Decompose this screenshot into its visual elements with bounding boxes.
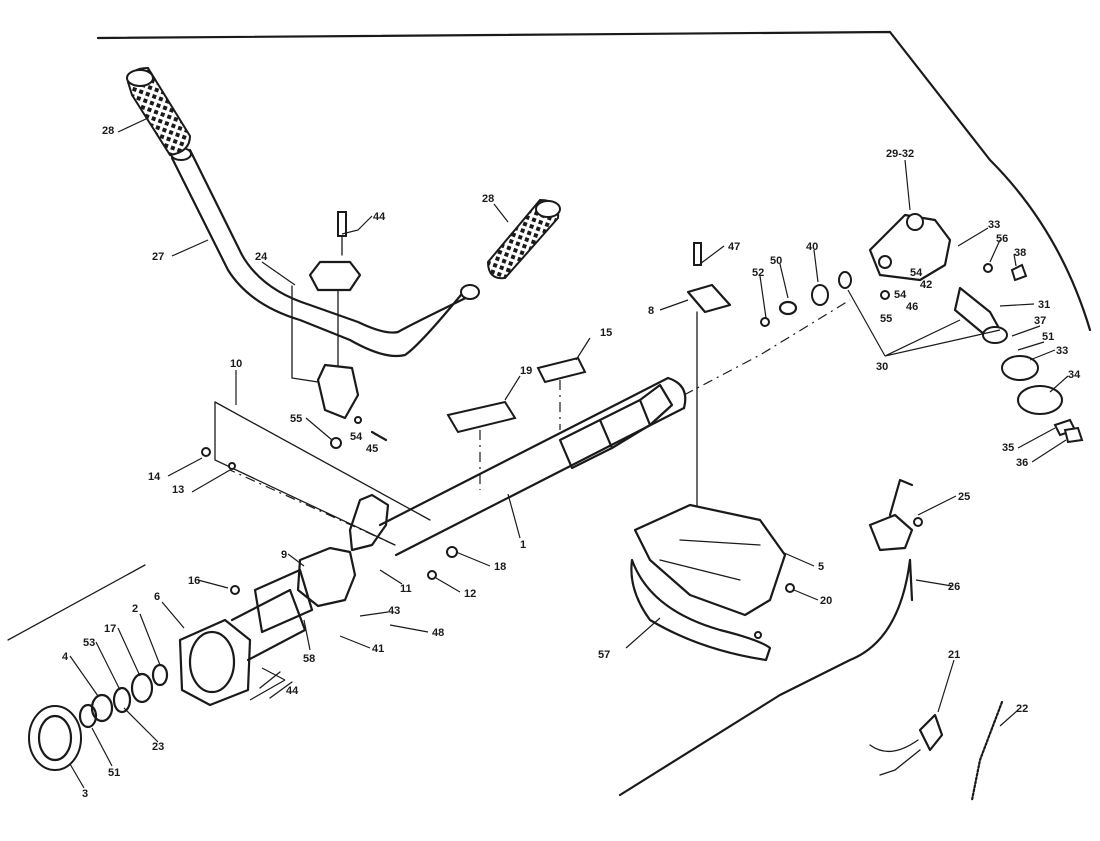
- callout-31: 31: [1038, 299, 1050, 311]
- callout-29-32: 29-32: [886, 148, 914, 160]
- callout-55: 55: [880, 313, 892, 325]
- callout-18: 18: [494, 561, 506, 573]
- decal-10: [214, 401, 431, 546]
- callout-48: 48: [432, 627, 444, 639]
- callout-2: 2: [132, 603, 138, 615]
- callout-15: 15: [600, 327, 612, 339]
- callout-33: 33: [988, 219, 1000, 231]
- callout-8: 8: [648, 305, 654, 317]
- callout-46: 46: [906, 301, 918, 313]
- clutch-housing: [178, 585, 307, 707]
- throttle-lever: [868, 478, 923, 552]
- callout-3: 3: [82, 788, 88, 800]
- decal-15: [536, 356, 587, 384]
- callout-44: 44: [373, 211, 386, 223]
- callout-38: 38: [1014, 247, 1026, 259]
- handlebar: [170, 147, 480, 358]
- callout-34: 34: [1068, 369, 1081, 381]
- callout-54: 54: [894, 289, 907, 301]
- callout-16: 16: [188, 575, 200, 587]
- callout-11: 11: [400, 583, 412, 595]
- callout-51: 51: [108, 767, 120, 779]
- callout-45: 45: [366, 443, 378, 455]
- callout-42: 42: [920, 279, 932, 291]
- callout-54: 54: [350, 431, 363, 443]
- frame-line: [96, 30, 1092, 332]
- shaft-axis-line-right: [683, 299, 851, 396]
- callout-19: 19: [520, 365, 532, 377]
- callout-5: 5: [818, 561, 824, 573]
- grip-right: [486, 198, 561, 280]
- spring: [970, 700, 1004, 802]
- callout-25: 25: [958, 491, 970, 503]
- throttle-housing: [253, 493, 458, 634]
- callout-56: 56: [996, 233, 1008, 245]
- handle-clamp: [291, 211, 388, 449]
- nut-13: [228, 462, 236, 470]
- callout-55: 55: [290, 413, 302, 425]
- callout-9: 9: [281, 549, 287, 561]
- callout-43: 43: [388, 605, 400, 617]
- callout-27: 27: [152, 251, 164, 263]
- screw-14: [201, 447, 211, 457]
- callout-54: 54: [910, 267, 923, 279]
- callout-22: 22: [1016, 703, 1028, 715]
- callout-58: 58: [303, 653, 315, 665]
- decal-19: [446, 400, 517, 434]
- callout-24: 24: [255, 251, 268, 263]
- callout-41: 41: [372, 643, 384, 655]
- shield-bracket: [686, 242, 732, 506]
- callout-28: 28: [482, 193, 494, 205]
- callout-33: 33: [1056, 345, 1068, 357]
- decal-leaders: [479, 380, 561, 490]
- gear-head: [760, 213, 1084, 444]
- callout-35: 35: [1002, 442, 1014, 454]
- leader-lines: [69, 117, 1069, 789]
- callout-47: 47: [728, 241, 740, 253]
- callout-52: 52: [752, 267, 764, 279]
- callout-17: 17: [104, 623, 116, 635]
- callout-53: 53: [83, 637, 95, 649]
- callout-50: 50: [770, 255, 782, 267]
- callout-37: 37: [1034, 315, 1046, 327]
- blade-guard: [630, 503, 795, 662]
- grip-left: [126, 66, 192, 157]
- callout-1: 1: [520, 539, 526, 551]
- clutch-stack: [28, 663, 169, 771]
- callout-21: 21: [948, 649, 960, 661]
- callout-40: 40: [806, 241, 818, 253]
- stop-switch: [869, 713, 944, 776]
- throttle-cable-inner: [908, 558, 914, 602]
- callout-26: 26: [948, 581, 960, 593]
- callout-6: 6: [154, 591, 160, 603]
- callout-44: 44: [286, 685, 299, 697]
- callout-13: 13: [172, 484, 184, 496]
- callout-4: 4: [62, 651, 69, 663]
- callout-20: 20: [820, 595, 832, 607]
- callout-30: 30: [876, 361, 888, 373]
- main-shaft: [378, 376, 687, 557]
- callout-28: 28: [102, 125, 114, 137]
- callout-14: 14: [148, 471, 161, 483]
- callout-36: 36: [1016, 457, 1028, 469]
- callout-57: 57: [598, 649, 610, 661]
- callout-51: 51: [1042, 331, 1054, 343]
- frame-line-left: [7, 564, 146, 641]
- callout-12: 12: [464, 588, 476, 600]
- callout-10: 10: [230, 358, 242, 370]
- throttle-cable: [618, 558, 912, 797]
- callout-23: 23: [152, 741, 164, 753]
